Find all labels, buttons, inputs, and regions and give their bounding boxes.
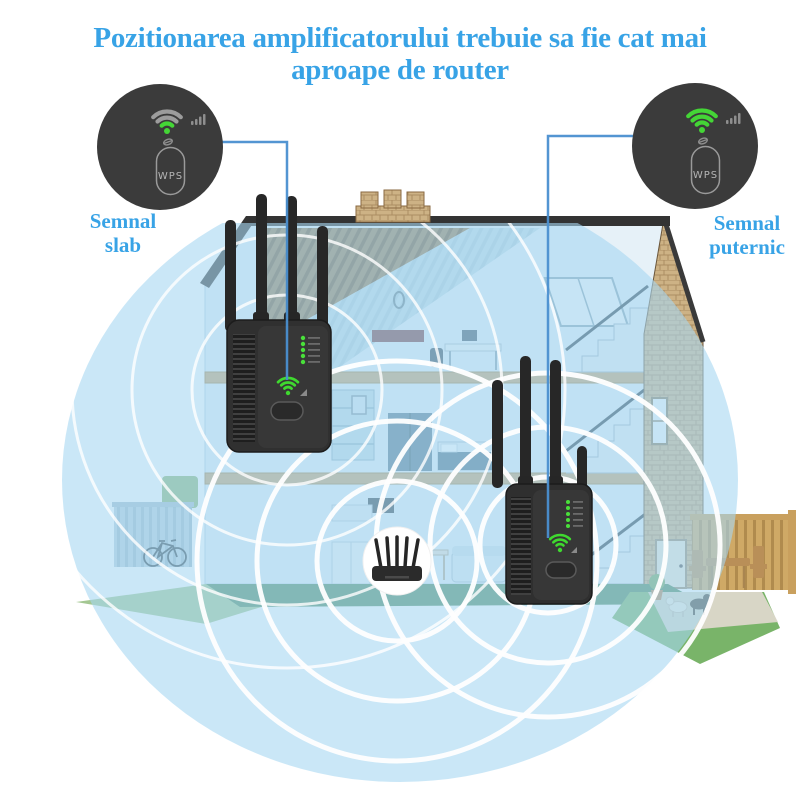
wifi-repeater-strong-position (492, 356, 593, 605)
router-badge (362, 526, 432, 596)
wps-button-label: WPS (158, 171, 183, 182)
page-title-line1: Pozitionarea amplificatorului trebuie sa… (93, 22, 707, 54)
signal-bars-icon (191, 114, 206, 125)
wps-button-label: WPS (693, 170, 718, 181)
callout-connector-lines (219, 134, 633, 538)
callout-weak-signal: WPS (97, 84, 223, 210)
page-title: Pozitionarea amplificatorului trebuie sa… (0, 22, 800, 87)
signal-triangle-icon (571, 547, 577, 553)
strong-signal-label: Semnal puternic (696, 211, 798, 259)
wps-button (690, 145, 721, 195)
callout-strong-signal: WPS (632, 83, 758, 209)
strong-signal-label-line2: puternic (709, 234, 785, 259)
repeater-vents (511, 497, 531, 595)
repeater-antennas (225, 194, 328, 348)
page-title-line2: aproape de router (291, 54, 509, 87)
signal-bars-icon (726, 113, 741, 124)
wps-button (270, 401, 304, 421)
wps-button (545, 561, 577, 579)
device-glyph-icon (697, 137, 709, 145)
wifi-icon (686, 108, 718, 133)
repeater-led-indicators (566, 500, 583, 528)
wps-button (155, 146, 186, 196)
device-glyph-icon (162, 138, 174, 146)
wifi-repeater-weak-position (225, 194, 332, 453)
signal-triangle-icon (300, 389, 307, 396)
repeater-led-indicators (300, 335, 320, 365)
repeater-vents (233, 334, 255, 442)
weak-signal-label: Semnal slab (60, 209, 186, 257)
weak-signal-label-line2: slab (104, 232, 142, 257)
connector-right (546, 134, 633, 538)
wifi-icon (548, 533, 572, 553)
wifi-icon (151, 109, 183, 134)
router-body (372, 566, 422, 581)
weak-signal-label-line1: Semnal (89, 209, 157, 233)
connector-left (219, 140, 289, 380)
router-antennas (374, 535, 420, 570)
strong-signal-label-line1: Semnal (713, 211, 781, 235)
